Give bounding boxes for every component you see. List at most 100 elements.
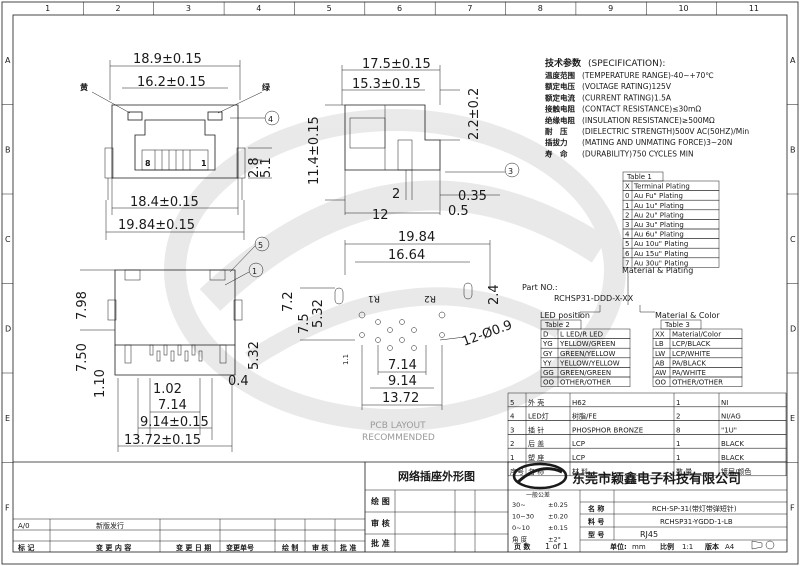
spec-value: (CURRENT RATING)1.5A (582, 93, 672, 102)
dim-front-outer: 18.9±0.15 (133, 52, 202, 67)
column-marker: 11 (749, 4, 759, 13)
table2-cell: L LED/R LED (560, 331, 603, 339)
spec-value: (CONTACT RESISTANCE)≤30mΩ (582, 105, 701, 114)
tol-range: 30~ (512, 501, 526, 509)
table1-cell: 5 (625, 240, 629, 248)
column-marker: 4 (256, 4, 261, 13)
bom-cell: 材 料 (572, 467, 588, 476)
pcb-hole (375, 337, 381, 343)
tol-range: 0~10 (512, 524, 530, 532)
side-view: 17.5±0.15 15.3±0.15 12 2.2±0.2 11.4±0.15… (307, 57, 520, 223)
table2-cell: GY (543, 350, 553, 358)
dim-pcb-532: 5.32 (311, 299, 326, 328)
label-green: 绿 (262, 82, 271, 92)
bom-cell: LCP (572, 440, 585, 448)
pcb-hole (387, 327, 393, 333)
label-yellow: 黄 (80, 82, 88, 92)
bom-cell: NI (721, 399, 728, 407)
table1-cell: 3 (625, 221, 629, 229)
title-block: 网络插座外形图 绘 图 审 核 批 准 东莞市颖鑫电子科技有限公司 一般公差 3… (13, 461, 787, 552)
table1-cell: Au 10u" Plating (634, 240, 688, 248)
table1-cell: 4 (625, 231, 630, 239)
tol-value: ±0.20 (548, 513, 568, 521)
bottom-led-pin (124, 344, 132, 364)
table1-cell: Au 30u" Plating (634, 259, 688, 267)
dim-side-035: 0.35 (458, 189, 487, 204)
front-pin-1: 1 (201, 159, 207, 168)
row-marker: D (5, 324, 11, 333)
bom-cell: 2 (676, 413, 680, 421)
table3-cell: LB (655, 340, 664, 348)
bom-cell: 5 (510, 399, 514, 407)
table2-cell: YG (542, 340, 553, 348)
bom-cell: LCP (572, 454, 585, 462)
bom-cell: 3 (510, 426, 514, 434)
dim-pcb-24: 2.4 (487, 284, 502, 305)
spec-value: (MATING AND UNMATING FORCE)3~20N (582, 138, 732, 147)
bom-cell: 后 盖 (528, 439, 544, 448)
dim-bottom-04: 0.4 (228, 374, 249, 389)
rev-desc: 新版发行 (96, 521, 124, 530)
row-marker: C (5, 235, 11, 244)
dim-front-inner: 16.2±0.15 (137, 75, 206, 90)
drawing-title: 网络插座外形图 (398, 469, 475, 483)
dim-front-total: 19.84±0.15 (118, 218, 195, 233)
dim-pcb-11: 1.1 (342, 354, 350, 365)
pcb-hole (375, 319, 381, 325)
pcb-r2: R2 (424, 293, 436, 303)
part-no-code: RCHSP31-DDD-X-XX (554, 294, 634, 303)
table3-cell: PA/WHITE (672, 369, 706, 377)
table1-cell: X (625, 183, 630, 191)
table2-cell: OO (543, 379, 555, 387)
row-marker: F (5, 503, 10, 512)
part-no-label: Part NO.: (522, 283, 558, 292)
dim-side-top: 17.5±0.15 (362, 57, 431, 72)
bom-cell: PHOSPHOR BRONZE (572, 426, 643, 434)
bom-cell: 1 (676, 399, 680, 407)
spec-value: (INSULATION RESISTANCE)≥500MΩ (582, 116, 715, 125)
bom-cell: 1 (510, 454, 514, 462)
bottom-led-pin (219, 344, 227, 364)
table2-cell: D (543, 331, 548, 339)
front-pin-8: 8 (145, 159, 151, 168)
pcb-hole (359, 332, 365, 338)
spec-value: (VOLTAGE RATING)125V (582, 82, 672, 91)
revision-header: 批 准 (340, 543, 356, 552)
pcb-hole (399, 319, 405, 325)
column-marker: 5 (327, 4, 332, 13)
dim-side-right: 2.2±0.2 (467, 88, 482, 140)
bom-cell: 1 (676, 440, 680, 448)
table1-cell: Au 1u" Plating (634, 202, 684, 210)
tb-part-label: 料 号 (588, 517, 604, 526)
dim-bottom-798: 7.98 (75, 291, 90, 320)
tb-scale-label: 比例 (660, 542, 674, 551)
dim-front-h1: 2.8 (247, 157, 262, 178)
dim-pcb-top: 19.84 (398, 230, 435, 245)
bom-cell: "1U" (721, 426, 737, 434)
bottom-pin (177, 344, 182, 356)
table2-cell: YY (542, 359, 552, 367)
pcb-r1: R1 (368, 293, 380, 303)
dim-side-12: 12 (372, 208, 389, 223)
table1-footer: Material & Plating (622, 266, 693, 275)
row-marker: E (790, 414, 795, 423)
callout-3: 3 (508, 167, 513, 176)
bottom-pin (198, 350, 203, 362)
table1-cell: Au 3u" Plating (634, 221, 684, 229)
bottom-pin (149, 344, 154, 356)
bom-cell: 树脂/FE (572, 412, 597, 421)
spec-label: 接触电阻 (545, 104, 575, 114)
dim-side-mid: 15.3±0.15 (352, 77, 421, 92)
bom-cell: 数 量 (676, 467, 692, 476)
tol-title: 一般公差 (526, 491, 550, 499)
spec-value: (TEMPERATURE RANGE)-40~+70℃ (582, 71, 714, 80)
dim-pcb-75: 7.5 (297, 313, 312, 334)
spec-title-en: (SPECIFICATION): (588, 59, 665, 69)
tb-name-value: RCH-SP-31(带灯带弹短针) (652, 504, 737, 513)
callout-5: 5 (258, 241, 263, 250)
table1-cell: Au Fu" Plating (634, 192, 683, 200)
